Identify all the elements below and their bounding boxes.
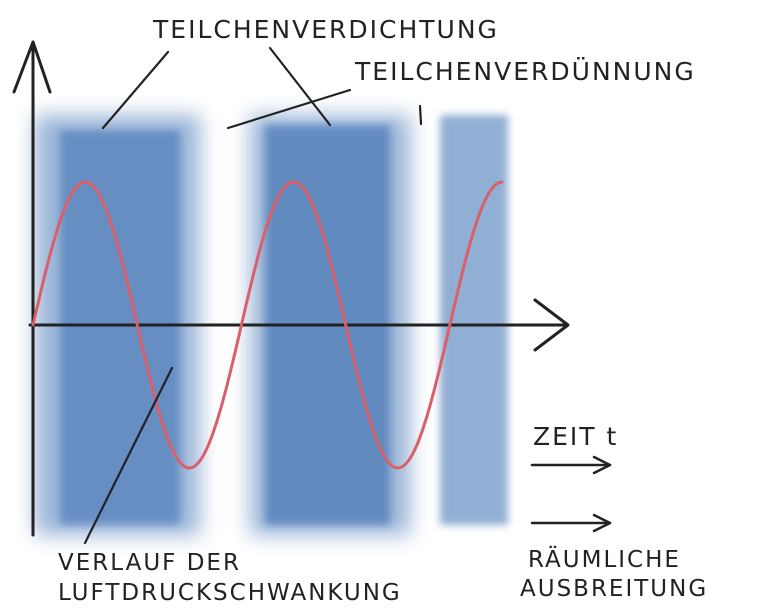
labels: TEILCHENVERDICHTUNG TEILCHENVERDÜNNUNG V… bbox=[58, 15, 708, 606]
pointer-pressure-curve bbox=[83, 366, 174, 545]
pressure-wave-curve bbox=[31, 180, 504, 470]
pointer-compression-left bbox=[101, 50, 170, 130]
label-spatial-line-2: AUSBREITUNG bbox=[520, 576, 708, 602]
time-arrow-head bbox=[592, 455, 612, 475]
x-axis-arrowhead bbox=[533, 298, 570, 352]
axes bbox=[12, 40, 570, 537]
space-arrow-head bbox=[592, 513, 612, 533]
label-compression: TEILCHENVERDICHTUNG bbox=[152, 15, 499, 44]
direction-arrows bbox=[530, 455, 612, 533]
label-spatial-line-1: RÄUMLICHE bbox=[528, 545, 681, 573]
compression-band-1-core bbox=[60, 130, 180, 525]
y-axis-arrowhead bbox=[12, 40, 52, 94]
label-rarefaction: TEILCHENVERDÜNNUNG bbox=[354, 57, 696, 86]
pointer-lines bbox=[83, 46, 423, 545]
pointer-rarefaction-tick bbox=[418, 104, 423, 126]
pointer-compression-right bbox=[268, 46, 332, 127]
label-pressure-line-2: LUFTDRUCKSCHWANKUNG bbox=[58, 580, 402, 606]
label-time: ZEIT t bbox=[533, 422, 618, 451]
pointer-rarefaction bbox=[226, 88, 352, 130]
label-pressure-line-1: VERLAUF DER bbox=[58, 550, 241, 576]
